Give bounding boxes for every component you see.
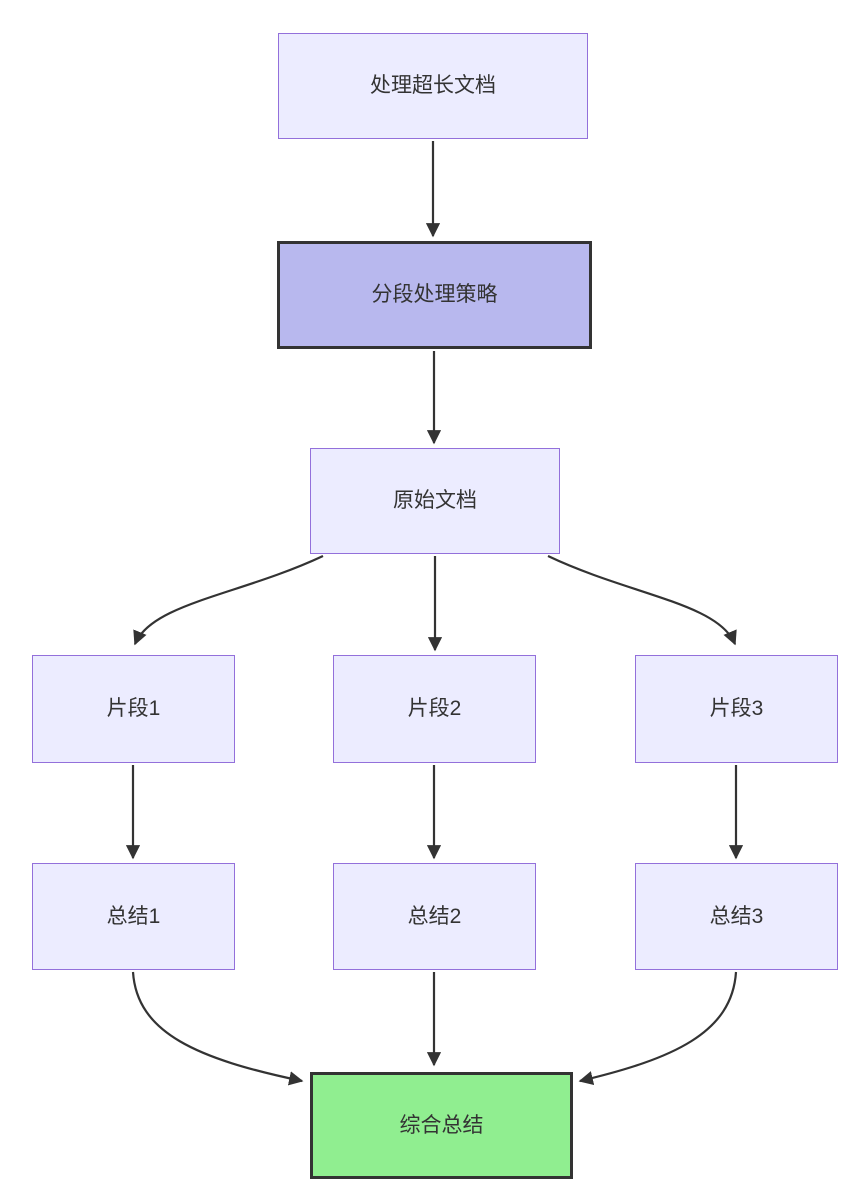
- node-summary-1: 总结1: [32, 863, 235, 970]
- node-process-long-document: 处理超长文档: [278, 33, 588, 139]
- node-fragment-1: 片段1: [32, 655, 235, 763]
- edge-summary-3-to-combined: [578, 971, 738, 1085]
- edge-original-to-fragment-3: [547, 555, 737, 646]
- node-summary-2: 总结2: [333, 863, 536, 970]
- node-original-document: 原始文档: [310, 448, 560, 554]
- node-segment-strategy: 分段处理策略: [277, 241, 592, 349]
- node-fragment-2: 片段2: [333, 655, 536, 763]
- edge-original-to-fragment-1: [133, 555, 324, 646]
- node-fragment-3: 片段3: [635, 655, 838, 763]
- node-summary-3: 总结3: [635, 863, 838, 970]
- edge-summary-1-to-combined: [131, 971, 304, 1086]
- node-combined-summary: 综合总结: [310, 1072, 573, 1179]
